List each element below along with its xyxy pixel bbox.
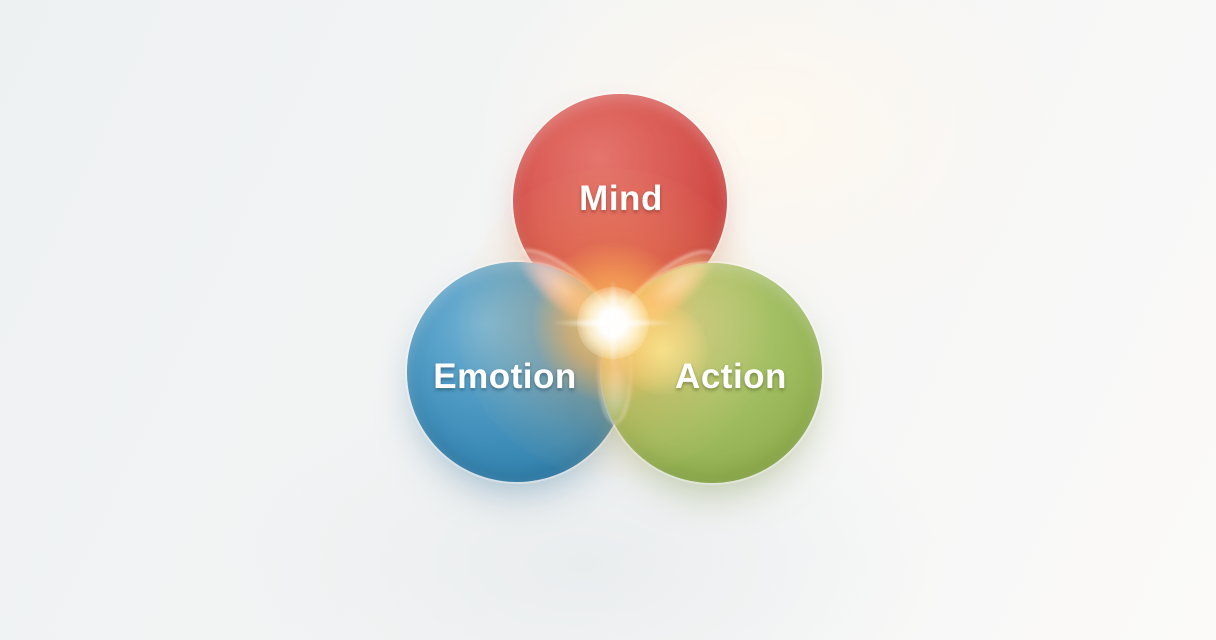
mind-label: Mind bbox=[579, 179, 663, 218]
action-label: Action bbox=[675, 357, 787, 396]
emotion-action-overlap-lens bbox=[598, 320, 632, 424]
emotion-label: Emotion bbox=[433, 357, 577, 396]
